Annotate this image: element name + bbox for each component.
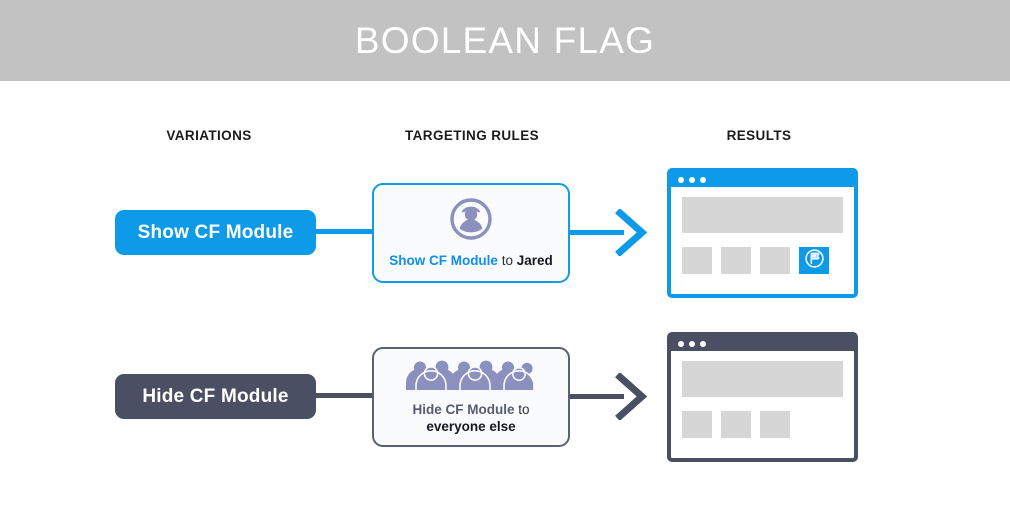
titlebar-dot-icon <box>700 176 706 183</box>
content-placeholder-block <box>682 361 843 397</box>
targeting-rule-card-hide[interactable]: Hide CF Module to everyone else <box>372 347 570 447</box>
titlebar-dot-icon <box>689 176 695 183</box>
column-header-results: RESULTS <box>726 128 792 143</box>
cf-module-tile[interactable] <box>799 247 829 274</box>
browser-titlebar <box>671 172 854 187</box>
browser-titlebar <box>671 336 854 351</box>
titlebar-dot-icon <box>678 340 684 347</box>
column-header-targeting-rules: TARGETING RULES <box>405 128 539 143</box>
column-header-variations: VARIATIONS <box>166 128 252 143</box>
variation-pill-label: Show CF Module <box>137 221 294 243</box>
arrow-right-icon <box>570 208 648 257</box>
page-header: BOOLEAN FLAG <box>0 0 1010 81</box>
browser-content <box>671 187 854 294</box>
flag-rule-row-show: Show CF Module Show CF Module to Jared <box>0 165 1010 305</box>
arrow-right-icon <box>570 372 648 421</box>
content-tile <box>721 247 751 274</box>
page-title: BOOLEAN FLAG <box>354 20 656 61</box>
titlebar-dot-icon <box>700 340 706 347</box>
column-headers: VARIATIONS TARGETING RULES RESULTS <box>0 128 1010 148</box>
crowd-of-people-icon <box>403 360 539 395</box>
targeting-rule-text-hide: Hide CF Module to everyone else <box>412 401 529 435</box>
rule-audience-label: Jared <box>516 253 553 268</box>
rule-connector-label: to <box>518 401 530 417</box>
titlebar-dot-icon <box>689 340 695 347</box>
variation-pill-label: Hide CF Module <box>142 385 289 407</box>
cf-flag-icon <box>804 248 825 274</box>
content-tile <box>682 247 712 274</box>
variation-pill-show-cf-module[interactable]: Show CF Module <box>115 210 316 255</box>
content-tile <box>682 411 712 438</box>
result-browser-window-hide[interactable] <box>667 332 858 462</box>
content-tile <box>760 247 790 274</box>
rule-audience-label: everyone else <box>426 418 516 434</box>
content-tile-row <box>682 411 843 438</box>
browser-content <box>671 351 854 458</box>
flag-rule-row-hide: Hide CF Module <box>0 329 1010 469</box>
content-tile-row <box>682 247 843 274</box>
titlebar-dot-icon <box>678 176 684 183</box>
rule-action-label: Hide CF Module <box>412 401 515 417</box>
content-tile <box>760 411 790 438</box>
connector-line-show <box>314 229 374 234</box>
targeting-rule-text-show: Show CF Module to Jared <box>389 252 553 269</box>
targeting-rule-card-show[interactable]: Show CF Module to Jared <box>372 183 570 283</box>
content-placeholder-block <box>682 197 843 233</box>
variation-pill-hide-cf-module[interactable]: Hide CF Module <box>115 374 316 419</box>
rule-action-label: Show CF Module <box>389 253 498 268</box>
result-browser-window-show[interactable] <box>667 168 858 298</box>
rule-connector-label: to <box>501 253 513 268</box>
content-tile <box>721 411 751 438</box>
single-user-icon <box>449 197 493 246</box>
connector-line-hide <box>314 393 374 398</box>
